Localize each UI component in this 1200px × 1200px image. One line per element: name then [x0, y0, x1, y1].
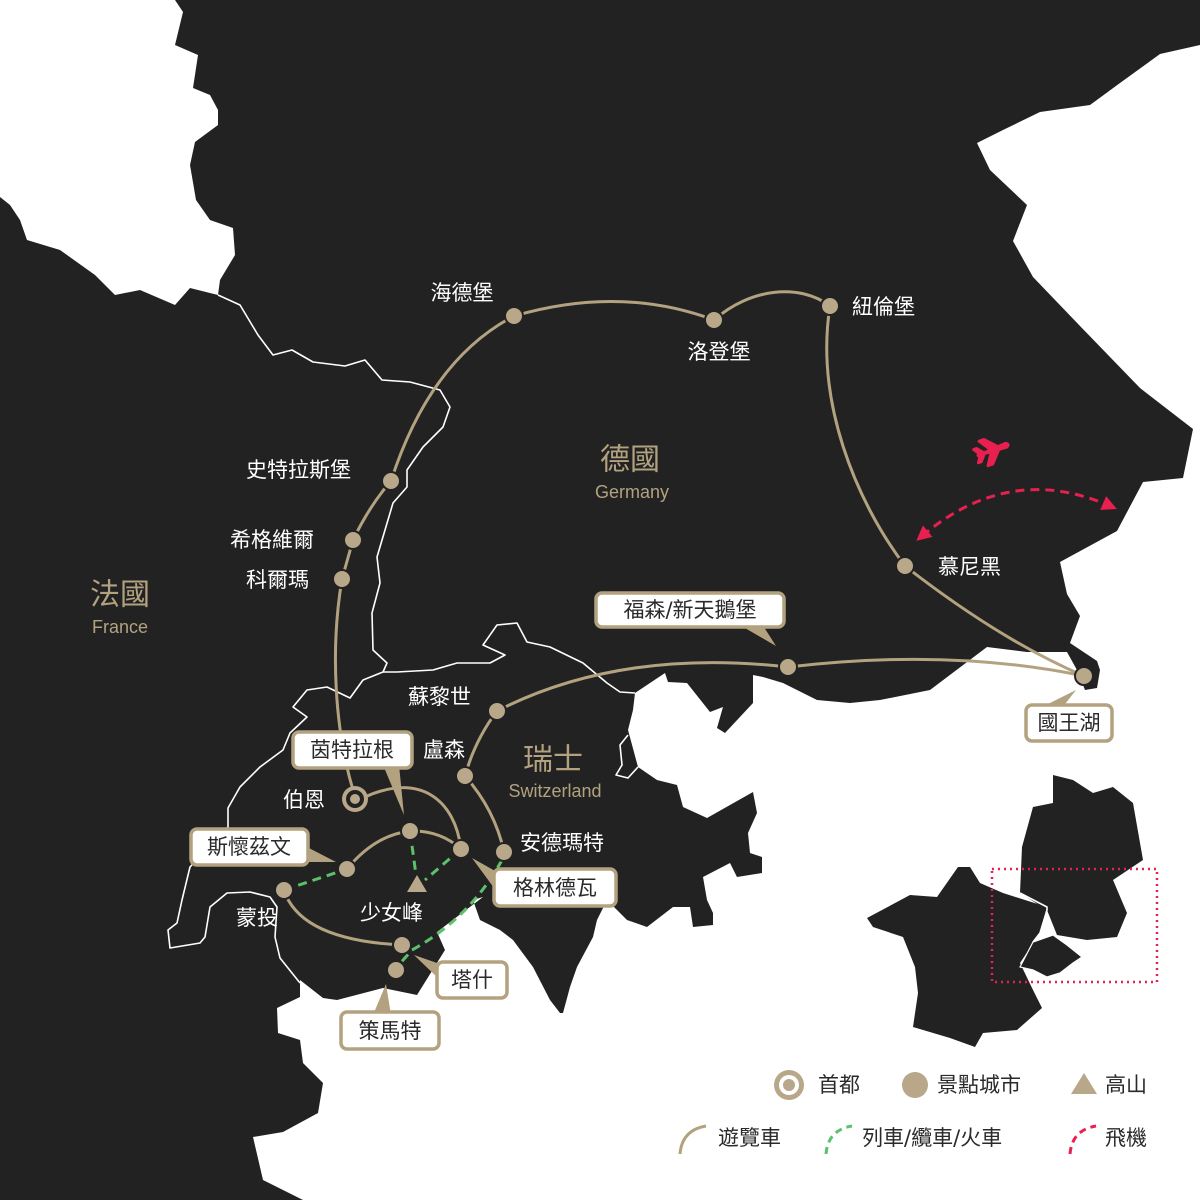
- border-liechtenstein: [615, 734, 639, 779]
- country-label-switzerland: 瑞士: [523, 743, 583, 778]
- city-dot-fussen[interactable]: [778, 657, 798, 677]
- airplane-icon: [972, 437, 1010, 468]
- inset-border: [1019, 892, 1048, 943]
- city-label-munich: 慕尼黑: [938, 555, 1001, 579]
- city-label-bern: 伯恩: [283, 788, 325, 812]
- inset-germany: [1020, 775, 1143, 940]
- city-dot-andermatt[interactable]: [494, 842, 514, 862]
- country-label-france-en: France: [92, 617, 148, 637]
- callout-label-konigssee: 國王湖: [1038, 711, 1101, 735]
- city-label-jungfrau: 少女峰: [360, 901, 423, 925]
- legend-label-flight: 飛機: [1105, 1126, 1147, 1150]
- city-dot-munich[interactable]: [895, 556, 915, 576]
- legend-city-dot-icon: [902, 1072, 928, 1098]
- legend-capital-icon: [774, 1070, 804, 1100]
- inset-highlight-frame: [990, 867, 1159, 984]
- country-label-france: 法國: [90, 578, 150, 613]
- city-label-riquewihr: 希格維爾: [230, 528, 314, 552]
- country-label-germany: 德國: [600, 443, 660, 478]
- legend-label-bus: 遊覽車: [718, 1126, 781, 1150]
- inset-locator-map: [867, 775, 1159, 1047]
- legend-label-capital: 首都: [818, 1073, 860, 1097]
- city-dot-grindelwald[interactable]: [451, 839, 471, 859]
- legend-bus-route-icon: [678, 1124, 707, 1155]
- city-label-zurich: 蘇黎世: [408, 685, 471, 709]
- outside-area-northwest: [0, 0, 235, 305]
- mountain-icon-jungfrau[interactable]: [407, 875, 427, 892]
- bus-route-colmar-heidelberg: [340, 314, 516, 581]
- legend-flight-route-icon: [1068, 1124, 1097, 1155]
- city-dot-zurich[interactable]: [487, 701, 507, 721]
- city-dot-heidelberg[interactable]: [504, 306, 524, 326]
- city-label-colmar: 科爾瑪: [246, 568, 309, 592]
- callout-konigssee: 國王湖: [1024, 690, 1114, 743]
- callout-label-zermatt: 策馬特: [359, 1019, 422, 1043]
- city-label-montreux: 蒙投: [236, 906, 278, 930]
- city-dot-montreux[interactable]: [274, 880, 294, 900]
- bus-route-nuremberg-munich: [825, 304, 907, 568]
- city-dot-schwarzsee[interactable]: [337, 859, 357, 879]
- bus-route-montreux-tasch: [282, 888, 404, 947]
- city-dot-colmar[interactable]: [332, 569, 352, 589]
- city-dot-zermatt[interactable]: [386, 960, 406, 980]
- city-dot-konigssee[interactable]: [1074, 666, 1094, 686]
- city-label-strasbourg: 史特拉斯堡: [246, 458, 351, 482]
- city-dot-interlaken[interactable]: [400, 821, 420, 841]
- bus-routes: [282, 290, 1086, 947]
- callout-tasch: 塔什: [414, 955, 509, 1000]
- city-label-nuremberg: 紐倫堡: [852, 295, 915, 319]
- city-dot-lucerne[interactable]: [455, 766, 475, 786]
- bus-route-rothenburg-nuremberg: [712, 290, 832, 322]
- bus-route-konigssee-fussen: [786, 657, 1086, 678]
- city-label-andermatt: 安德瑪特: [520, 831, 604, 855]
- capital-icon-bern[interactable]: [342, 786, 368, 812]
- bus-route-bern-grindelwald: [363, 786, 463, 851]
- country-label-switzerland-en: Switzerland: [508, 781, 601, 801]
- callout-zermatt: 策馬特: [339, 984, 441, 1051]
- bus-route-fussen-zurich: [495, 661, 790, 713]
- legend-train-route-icon: [824, 1124, 853, 1155]
- callout-label-grindelwald: 格林德瓦: [513, 876, 597, 900]
- legend-mountain-icon: [1071, 1073, 1097, 1094]
- city-dot-riquewihr[interactable]: [343, 530, 363, 550]
- bus-route-heidelberg-rothenburg: [512, 299, 716, 322]
- inset-switzerland: [1019, 934, 1084, 978]
- border-france-germany: [217, 294, 451, 673]
- callout-interlaken: 茵特拉根: [291, 730, 414, 815]
- callout-grindelwald: 格林德瓦: [472, 858, 618, 908]
- city-label-heidelberg: 海德堡: [431, 281, 494, 305]
- callout-schwarzsee: 斯懷茲文: [189, 827, 336, 867]
- city-label-lucerne: 盧森: [423, 738, 465, 762]
- city-label-rothenburg: 洛登堡: [688, 340, 751, 364]
- country-label-germany-en: Germany: [595, 482, 669, 502]
- border-germany-switzerland: [383, 622, 636, 694]
- legend-label-train: 列車/纜車/火車: [862, 1126, 1002, 1150]
- city-dot-tasch[interactable]: [392, 935, 412, 955]
- callout-label-interlaken: 茵特拉根: [310, 738, 394, 762]
- legend: 首都 景點城市 高山 遊覽車 列車/纜車/火車 飛機: [678, 1070, 1147, 1155]
- callout-label-tasch: 塔什: [451, 968, 493, 992]
- train-route-montreux-schwarzsee: [283, 867, 348, 892]
- city-dot-nuremberg[interactable]: [820, 296, 840, 316]
- bus-route-munich-konigssee: [903, 564, 1086, 678]
- inset-france: [867, 867, 1047, 1047]
- callout-label-fussen: 福森/新天鵝堡: [623, 598, 756, 622]
- legend-label-mountain: 高山: [1105, 1073, 1147, 1097]
- city-markers: [274, 296, 1094, 980]
- city-dot-rothenburg[interactable]: [704, 310, 724, 330]
- legend-label-city: 景點城市: [937, 1073, 1021, 1097]
- callout-label-schwarzsee: 斯懷茲文: [207, 835, 291, 859]
- outside-area-northeast: [977, 45, 1200, 661]
- callout-fussen: 福森/新天鵝堡: [594, 591, 786, 646]
- outside-area-south: [253, 647, 1200, 1200]
- city-dot-strasbourg[interactable]: [381, 471, 401, 491]
- border-france-switzerland: [167, 671, 384, 984]
